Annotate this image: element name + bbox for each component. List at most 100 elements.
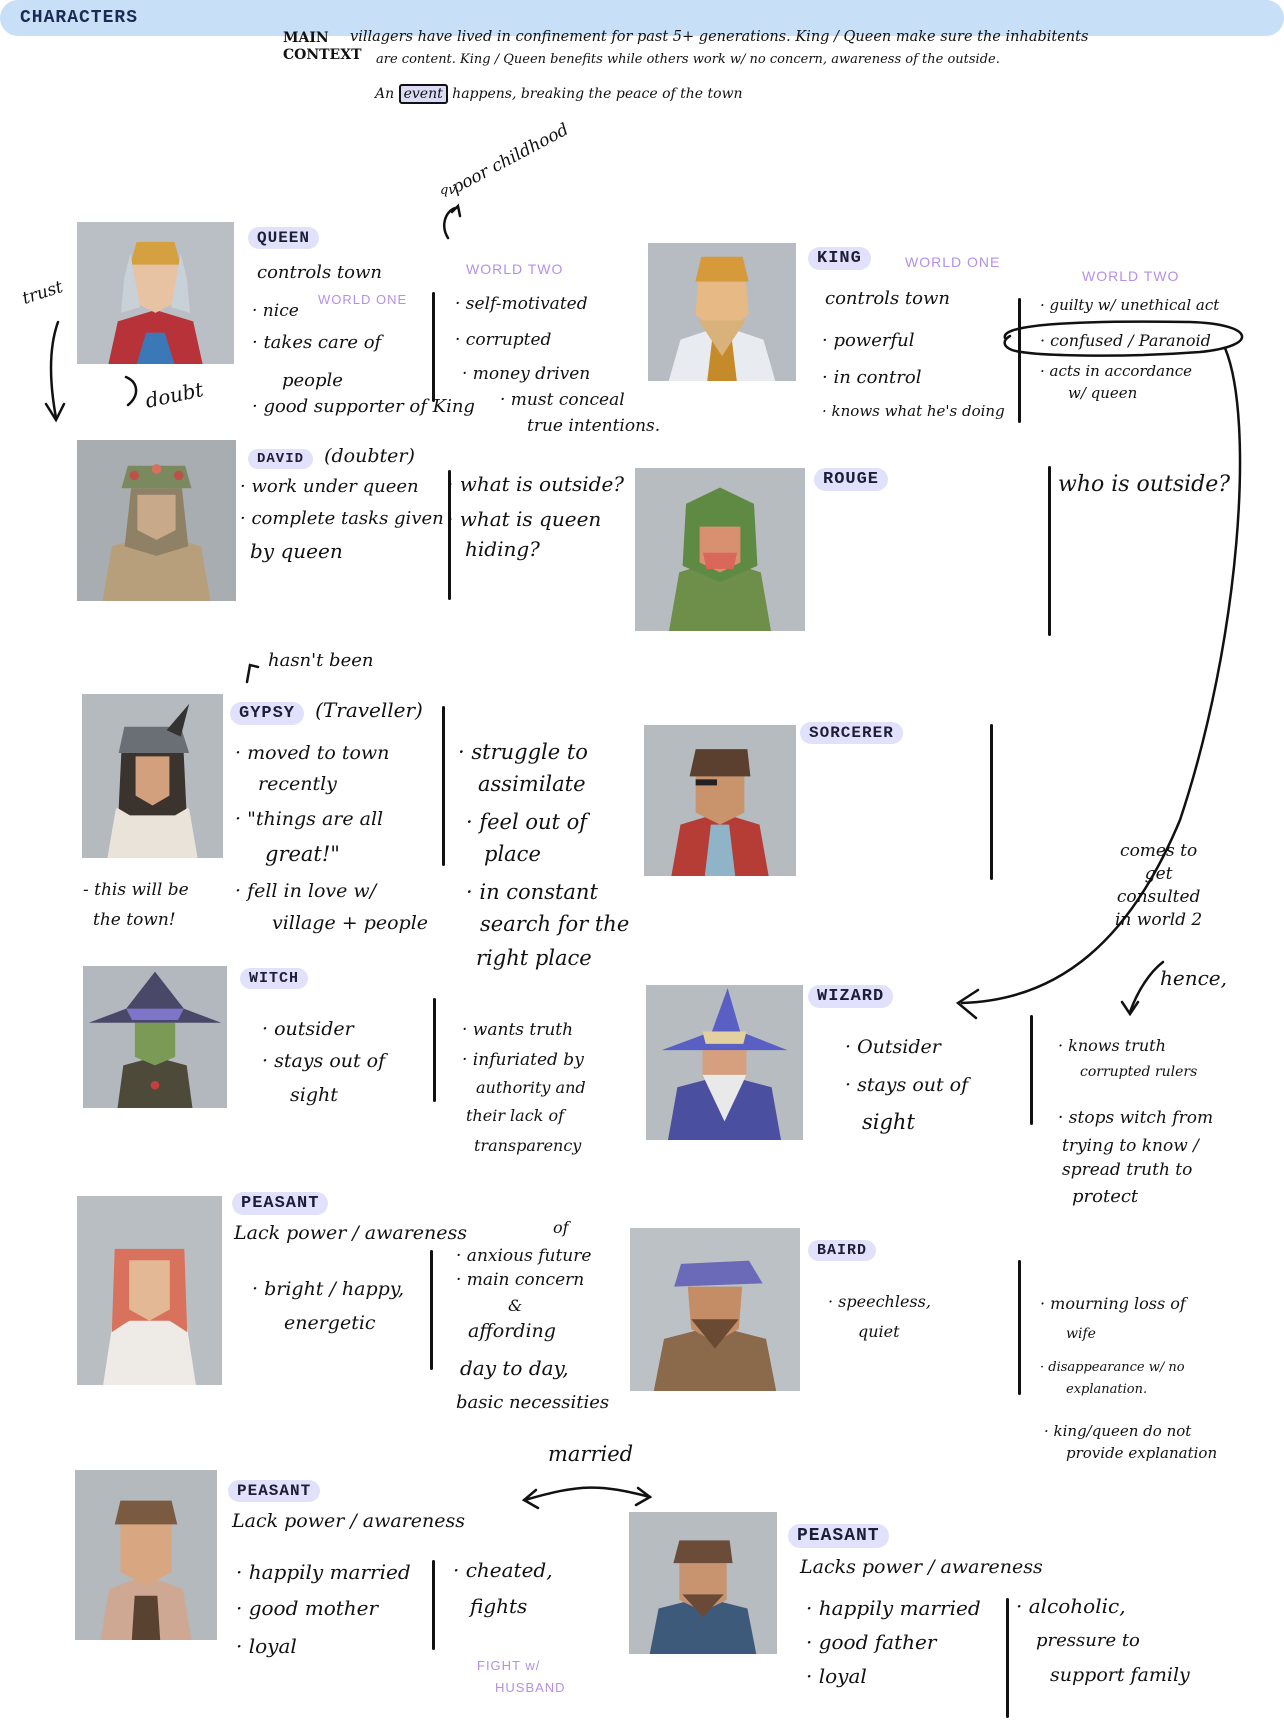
king-world-two: WORLD TWO xyxy=(1082,268,1180,284)
peasant3-line1: Lacks power / awareness xyxy=(800,1556,1043,1578)
baird-w2: · disappearance w/ no xyxy=(1040,1360,1185,1375)
rouge-tag: ROUGE xyxy=(814,468,889,491)
annotation-poor-childhood: poor childhood xyxy=(448,119,573,199)
annotation-hence: hence, xyxy=(1160,966,1227,990)
divider-king xyxy=(1018,298,1021,423)
divider-rouge xyxy=(1048,466,1051,636)
peasant3-w1c: support family xyxy=(1050,1664,1190,1686)
annotation-married: married xyxy=(548,1442,634,1466)
peasant3-w1b: pressure to xyxy=(1036,1630,1140,1651)
witch-portrait xyxy=(83,966,227,1108)
annotation-the-town: the town! xyxy=(93,910,176,930)
david-header: DAVID (doubter) xyxy=(248,445,415,469)
peasant1-amp: & xyxy=(508,1296,523,1315)
peasant1-w5: basic necessities xyxy=(456,1392,610,1413)
divider-queen xyxy=(432,292,435,402)
sorcerer-portrait xyxy=(644,725,796,876)
peasant1-of: of xyxy=(553,1218,569,1237)
peasant2-w1: · cheated, xyxy=(453,1558,553,1582)
david-b3: by queen xyxy=(250,539,343,563)
peasant1-line1: Lack power / awareness xyxy=(234,1222,468,1244)
annotation-qv: qv xyxy=(440,183,456,198)
peasant2-tag: PEASANT xyxy=(228,1480,321,1502)
witch-b2b: sight xyxy=(290,1084,338,1106)
peasant3-b2: · good father xyxy=(806,1630,937,1654)
divider-peasant2 xyxy=(432,1560,435,1650)
queen-w2-3: · money driven xyxy=(462,364,591,384)
wizard-b2b: sight xyxy=(862,1110,915,1134)
divider-david xyxy=(448,470,451,600)
witch-b2: · stays out of xyxy=(262,1050,386,1072)
peasant1-w1: · anxious future xyxy=(456,1246,592,1266)
wizard-w1b: corrupted rulers xyxy=(1080,1064,1198,1080)
queen-w2-2: · corrupted xyxy=(455,330,552,350)
context-line-1: villagers have lived in confinement for … xyxy=(350,29,1089,45)
baird-b1: · speechless, xyxy=(828,1292,931,1311)
gypsy-w3b: search for the xyxy=(480,912,630,936)
king-w2-3: · acts in accordance xyxy=(1040,362,1193,380)
peasant1-tag: PEASANT xyxy=(232,1192,329,1215)
david-b1: · work under queen xyxy=(240,476,419,497)
baird-portrait xyxy=(630,1228,800,1391)
king-w2-1: · guilty w/ unethical act xyxy=(1040,296,1220,314)
gypsy-b3: · fell in love w/ xyxy=(235,880,377,902)
gypsy-portrait xyxy=(82,694,223,858)
divider-baird xyxy=(1018,1260,1021,1395)
baird-w1b: wife xyxy=(1066,1326,1096,1342)
david-suffix: (doubter) xyxy=(324,445,415,467)
peasant1-w3: affording xyxy=(468,1320,556,1342)
page-title: CHARACTERS xyxy=(0,0,1284,36)
witch-w2b: authority and xyxy=(476,1078,586,1097)
baird-w2b: explanation. xyxy=(1066,1382,1148,1397)
gypsy-w3: · in constant xyxy=(466,880,598,904)
peasant3-b1: · happily married xyxy=(806,1596,981,1620)
king-w2-4: w/ queen xyxy=(1068,384,1138,402)
king-knows: · knows what he's doing xyxy=(822,402,1005,420)
peasant-mother-portrait xyxy=(75,1470,217,1640)
divider-gypsy xyxy=(442,706,445,866)
context-label: MAIN CONTEXT xyxy=(283,30,362,63)
queen-good-supporter: · good supporter of King xyxy=(252,396,475,417)
wizard-portrait xyxy=(646,985,803,1140)
annotation-hasnt-been: hasn't been xyxy=(268,650,374,671)
wizard-b1: · Outsider xyxy=(845,1036,941,1058)
queen-world-two: WORLD TWO xyxy=(466,261,564,277)
gypsy-w2b: place xyxy=(484,842,541,866)
david-w2: · what is queen xyxy=(447,507,602,531)
peasant2-w1b: fights xyxy=(470,1594,528,1618)
peasant2-b3: · loyal xyxy=(236,1634,297,1658)
context-line-2: are content. King / Queen benefits while… xyxy=(376,52,1000,67)
event-highlight: event xyxy=(398,84,448,104)
event-line: An event happens, breaking the peace of … xyxy=(375,84,743,104)
gypsy-w3c: right place xyxy=(476,946,592,970)
queen-takes-care: · takes care of xyxy=(252,332,382,353)
peasant2-line1: Lack power / awareness xyxy=(232,1510,466,1532)
wizard-w2: · stops witch from xyxy=(1058,1108,1214,1128)
peasant-woman-portrait xyxy=(77,1196,222,1385)
wizard-tag: WIZARD xyxy=(808,985,894,1008)
gypsy-tag: GYPSY xyxy=(230,702,305,725)
queen-tag: QUEEN xyxy=(248,227,320,249)
peasant3-b3: · loyal xyxy=(806,1664,867,1688)
annotation-this-will-be: - this will be xyxy=(83,880,189,900)
annotation-trust: trust xyxy=(19,277,66,309)
wizard-w2b: trying to know / xyxy=(1062,1136,1199,1156)
queen-w2-1: · self-motivated xyxy=(455,294,588,314)
queen-nice: · nice xyxy=(252,301,299,321)
divider-witch xyxy=(433,998,436,1102)
witch-w1: · wants truth xyxy=(462,1020,574,1040)
queen-w2-5: true intentions. xyxy=(527,416,661,436)
peasant3-w1: · alcoholic, xyxy=(1016,1594,1126,1618)
baird-w3b: provide explanation xyxy=(1066,1444,1218,1462)
gypsy-header: GYPSY (Traveller) xyxy=(230,698,423,725)
king-w2-2: · confused / Paranoid xyxy=(1040,331,1211,350)
queen-people: people xyxy=(282,370,343,391)
peasant1-w4: day to day, xyxy=(460,1356,569,1380)
peasant2-note1: FIGHT w/ xyxy=(477,1658,541,1673)
king-powerful: · powerful xyxy=(822,330,915,351)
peasant2-b1: · happily married xyxy=(236,1560,411,1584)
divider-peasant3 xyxy=(1006,1598,1009,1718)
witch-tag: WITCH xyxy=(240,968,309,989)
wizard-w1: · knows truth xyxy=(1058,1036,1166,1055)
baird-w1: · mourning loss of xyxy=(1040,1294,1186,1313)
